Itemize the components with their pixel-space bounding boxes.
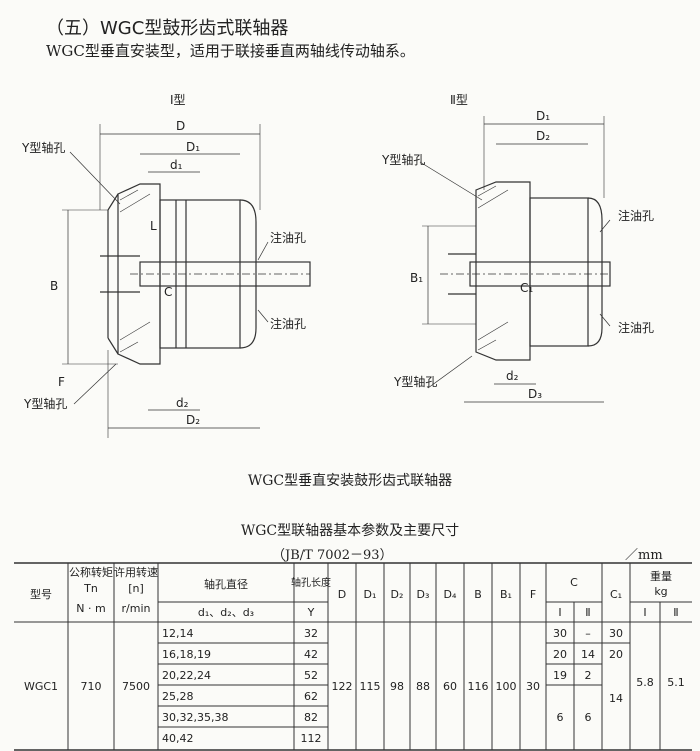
hdr-bore: 轴孔直径: [204, 577, 248, 591]
dim-D2-II: D₂: [536, 129, 550, 143]
table-unit: ／mm: [625, 548, 663, 563]
cell-D: 122: [332, 680, 353, 693]
cell-speed: 7500: [122, 680, 150, 693]
cell-D2: 98: [390, 680, 404, 693]
bore-row: 16,18,19: [162, 648, 211, 661]
cell-D1: 115: [360, 680, 381, 693]
c2-cell: –: [585, 627, 591, 640]
cell-D3: 88: [416, 680, 430, 693]
cell-B: 116: [468, 680, 489, 693]
c2-cell: 6: [585, 711, 592, 724]
c1b-cell: 14: [609, 692, 623, 705]
hdr-length: 轴孔长度: [291, 576, 331, 589]
c1b-cell: 20: [609, 648, 623, 661]
hdr-C: C: [570, 576, 578, 589]
cell-W-II: 5.1: [667, 676, 685, 689]
hdr-B: B: [474, 588, 482, 601]
y-hole-label: Y型轴孔: [21, 140, 65, 155]
c1b-cell: 30: [609, 627, 623, 640]
hdr-C1: C₁: [610, 588, 622, 601]
parameter-table: 型号 公称转矩 Tn N · m 许用转速 [n] r/min 轴孔直径 d₁、…: [14, 562, 692, 751]
c1-cell: 19: [553, 669, 567, 682]
hdr-D3: D₃: [417, 588, 430, 601]
figure-caption: WGC型垂直安装鼓形齿式联轴器: [247, 473, 453, 489]
length-row: 62: [304, 690, 318, 703]
hdr-W-II: Ⅱ: [673, 606, 678, 619]
hdr-W-I: Ⅰ: [643, 606, 646, 619]
length-row: 32: [304, 627, 318, 640]
bore-row: 20,22,24: [162, 669, 211, 682]
hdr-B1: B₁: [500, 588, 512, 601]
bore-row: 30,32,35,38: [162, 711, 228, 724]
hdr-bore-sub: d₁、d₂、d₃: [198, 606, 254, 619]
hdr-torque-unit: N · m: [76, 602, 105, 615]
cell-W-I: 5.8: [636, 676, 654, 689]
c1-cell: 6: [557, 711, 564, 724]
y-hole-label-4: Y型轴孔: [393, 374, 437, 389]
hdr-D4: D₄: [444, 588, 457, 601]
length-row: 42: [304, 648, 318, 661]
dim-B1: B₁: [410, 271, 423, 285]
hdr-D2: D₂: [391, 588, 404, 601]
type2-label: Ⅱ型: [450, 93, 468, 107]
hdr-weight-unit: kg: [654, 585, 667, 598]
oil-hole-label-4: 注油孔: [618, 320, 654, 335]
section-subtitle: WGC型垂直安装型，适用于联接垂直两轴线传动轴系。: [46, 42, 415, 60]
cell-F: 30: [526, 680, 540, 693]
dim-d1: d₁: [170, 158, 183, 172]
section-title: （五）WGC型鼓形齿式联轴器: [46, 18, 289, 39]
bore-row: 12,14: [162, 627, 194, 640]
dim-d2-II: d₂: [506, 369, 519, 383]
hdr-C-II: Ⅱ: [585, 606, 590, 619]
hdr-speed: 许用转速: [114, 565, 158, 579]
dim-C1: C₁: [520, 281, 533, 295]
hdr-D1: D₁: [364, 588, 377, 601]
table-title: WGC型联轴器基本参数及主要尺寸: [240, 523, 460, 539]
type1-label: Ⅰ型: [170, 93, 186, 107]
oil-hole-label: 注油孔: [270, 230, 306, 245]
dim-C: C: [164, 285, 172, 299]
dim-D1: D₁: [186, 140, 200, 154]
length-row: 112: [301, 732, 322, 745]
hdr-speed-sym: [n]: [128, 582, 144, 595]
dim-d2: d₂: [176, 396, 189, 410]
dim-D1-II: D₁: [536, 109, 550, 123]
bore-row: 40,42: [162, 732, 194, 745]
dim-L: L: [150, 219, 157, 233]
hdr-torque: 公称转矩: [69, 565, 113, 579]
cell-B1: 100: [496, 680, 517, 693]
dim-D2: D₂: [186, 413, 200, 427]
table-standard: （JB/T 7002－93）: [272, 548, 393, 563]
hdr-C-I: Ⅰ: [558, 606, 561, 619]
c1-cell: 30: [553, 627, 567, 640]
cell-D4: 60: [443, 680, 457, 693]
y-hole-label-3: Y型轴孔: [381, 152, 425, 167]
dim-B: B: [50, 279, 58, 293]
y-hole-label-2: Y型轴孔: [23, 396, 67, 411]
dim-D3: D₃: [528, 387, 542, 401]
hdr-length-sub: Y: [307, 606, 315, 619]
dim-F: F: [58, 375, 65, 389]
bore-row: 25,28: [162, 690, 194, 703]
hdr-weight: 重量: [650, 569, 672, 583]
length-row: 82: [304, 711, 318, 724]
cell-model: WGC1: [24, 680, 58, 693]
oil-hole-label-3: 注油孔: [618, 208, 654, 223]
c1-cell: 20: [553, 648, 567, 661]
hdr-model: 型号: [30, 587, 52, 601]
hdr-speed-unit: r/min: [122, 602, 151, 615]
c2-cell: 14: [581, 648, 595, 661]
c2-cell: 2: [585, 669, 592, 682]
length-row: 52: [304, 669, 318, 682]
cell-torque: 710: [81, 680, 102, 693]
oil-hole-label-2: 注油孔: [270, 316, 306, 331]
hdr-D: D: [338, 588, 346, 601]
hdr-F: F: [530, 588, 536, 601]
coupling-drawings: Ⅰ型 Ⅱ型 D D₁ d₁ B F d₂ D₂ C L Y型轴孔 Y型轴孔 注油…: [21, 93, 654, 438]
dim-D: D: [176, 119, 185, 133]
hdr-torque-sym: Tn: [83, 582, 98, 595]
